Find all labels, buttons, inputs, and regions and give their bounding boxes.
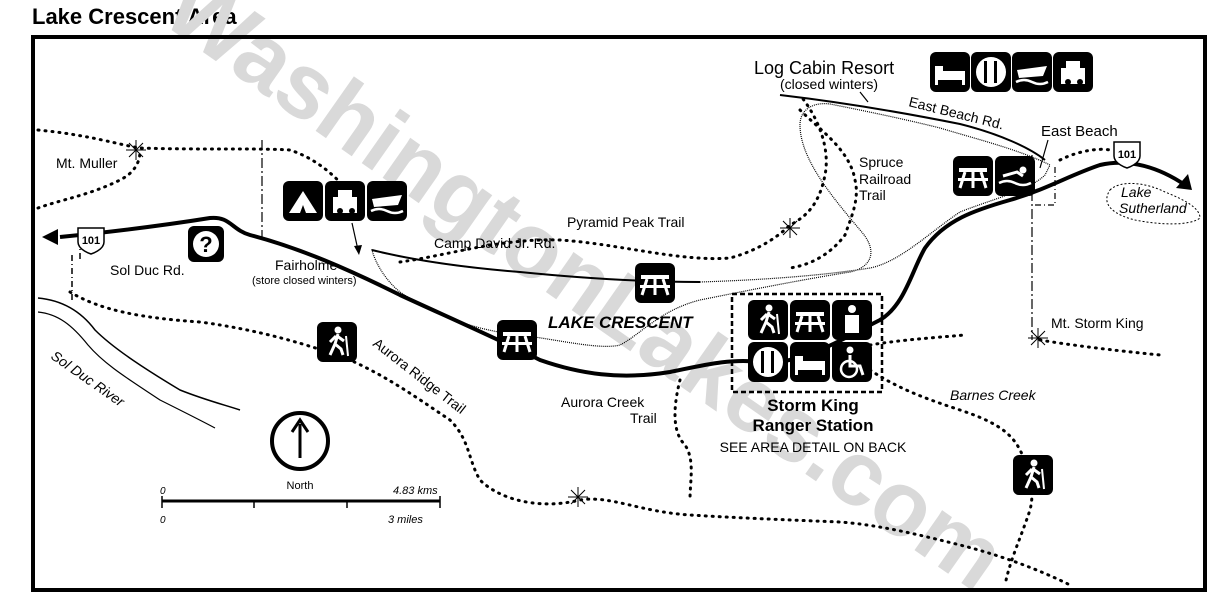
fairholme-boat-launch-icon[interactable] (365, 179, 409, 223)
fairholme-pointer (351, 222, 359, 251)
label-barnes-creek: Barnes Creek (950, 387, 1037, 403)
highway-arrow-west (42, 229, 58, 245)
label-east-beach: East Beach (1041, 123, 1118, 140)
label-lake-sutherland-1: Lake (1121, 184, 1152, 200)
label-lake-crescent: LAKE CRESCENT (548, 313, 694, 332)
label-aurora-creek-2: Trail (630, 410, 657, 426)
storm-king-lodging-icon[interactable] (790, 342, 830, 382)
scale-start-bottom: 0 (160, 515, 166, 526)
east-beach-pointer (1039, 139, 1049, 169)
hiking-icon-barnes[interactable] (1011, 453, 1055, 497)
log-cabin-dining-icon[interactable] (971, 52, 1011, 92)
label-aurora-ridge: Aurora Ridge Trail (370, 335, 469, 417)
lake-sutherland (1106, 183, 1201, 225)
label-storm-king-1: Storm King (767, 396, 859, 415)
label-log-cabin-note: (closed winters) (780, 76, 878, 92)
label-fairholme: Fairholme (275, 257, 337, 273)
label-sol-duc-river: Sol Duc River (48, 347, 128, 410)
information-icon[interactable] (188, 226, 224, 262)
picnic-icon-mid[interactable] (633, 261, 677, 305)
label-lake-sutherland-2: Sutherland (1119, 200, 1188, 216)
log-cabin-pointer (859, 91, 869, 103)
trail-spruce-railroad (788, 108, 858, 270)
label-log-cabin: Log Cabin Resort (754, 58, 894, 78)
trail-east-upper (1058, 147, 1112, 162)
storm-king-box (730, 292, 884, 394)
sol-duc-road (71, 240, 81, 300)
trail-aurora-creek (673, 378, 693, 502)
hiking-icon-aurora[interactable] (315, 320, 359, 364)
picnic-icon-east-beach[interactable] (951, 154, 995, 198)
scale-start-top: 0 (160, 486, 166, 497)
label-spruce-2: Railroad (859, 171, 911, 187)
label-spruce-3: Trail (859, 187, 886, 203)
label-fairholme-note: (store closed winters) (252, 275, 357, 287)
highway-arrow-east (1176, 174, 1192, 190)
picnic-icon-west[interactable] (495, 318, 539, 362)
log-cabin-lodging-icon[interactable] (930, 52, 970, 92)
log-cabin-store-icon[interactable] (1053, 52, 1093, 92)
trail-barnes-creek (868, 368, 1034, 587)
svg-text:101: 101 (1118, 149, 1136, 161)
route-101-shield-west: 101 (77, 227, 105, 255)
mt-storm-king-peak-icon (1027, 327, 1049, 349)
aurora-peak-icon (567, 486, 589, 508)
storm-king-restroom-icon[interactable] (832, 300, 872, 340)
map-title: Lake Crescent Area (32, 4, 237, 29)
fairholme-camping-icon[interactable] (283, 181, 323, 221)
trail-storm-king (868, 333, 1162, 357)
sol-duc-river (37, 297, 241, 411)
east-beach-road (779, 94, 1046, 161)
label-mt-muller: Mt. Muller (56, 155, 118, 171)
label-sol-duc-rd: Sol Duc Rd. (110, 262, 185, 278)
storm-king-dining-icon[interactable] (748, 342, 788, 382)
watermark: WashingtonLakes.com (147, 0, 1023, 610)
label-mt-storm-king: Mt. Storm King (1051, 315, 1144, 331)
north-label: North (287, 480, 314, 492)
log-cabin-boat-launch-icon[interactable] (1010, 50, 1054, 94)
label-east-beach-rd: East Beach Rd. (907, 93, 1005, 132)
pyramid-peak-icon (779, 217, 801, 239)
scale-end-bottom: 3 miles (388, 514, 423, 526)
storm-king-accessible-icon[interactable] (830, 340, 874, 384)
fairholme-pointer-head (354, 245, 362, 255)
label-area-detail: SEE AREA DETAIL ON BACK (720, 439, 907, 455)
scale-end-top: 4.83 kms (393, 485, 438, 497)
swimming-icon[interactable] (995, 156, 1035, 196)
label-storm-king-2: Ranger Station (753, 416, 874, 435)
fairholme-store-icon[interactable] (325, 181, 365, 221)
highway-101 (59, 160, 1187, 378)
scale-bar (161, 496, 441, 508)
trail-mt-muller (36, 128, 362, 210)
label-pyramid-peak: Pyramid Peak Trail (567, 214, 684, 230)
label-spruce-1: Spruce (859, 154, 904, 170)
lake-shore (371, 103, 1051, 347)
sol-duc-river-bank (37, 311, 216, 429)
mt-muller-peak-icon (125, 139, 147, 161)
svg-text:101: 101 (82, 235, 100, 247)
storm-king-hiking-icon[interactable] (746, 298, 790, 342)
label-aurora-creek-1: Aurora Creek (561, 394, 645, 410)
map-frame (31, 35, 1207, 592)
north-arrow-icon (270, 411, 330, 471)
trail-pyramid-peak (398, 93, 828, 264)
trail-aurora-ridge (68, 290, 1072, 587)
label-camp-david: Camp David Jr. Rd. (434, 235, 555, 251)
route-101-shield-east: 101 (1113, 141, 1141, 169)
storm-king-picnic-icon[interactable] (788, 298, 832, 342)
